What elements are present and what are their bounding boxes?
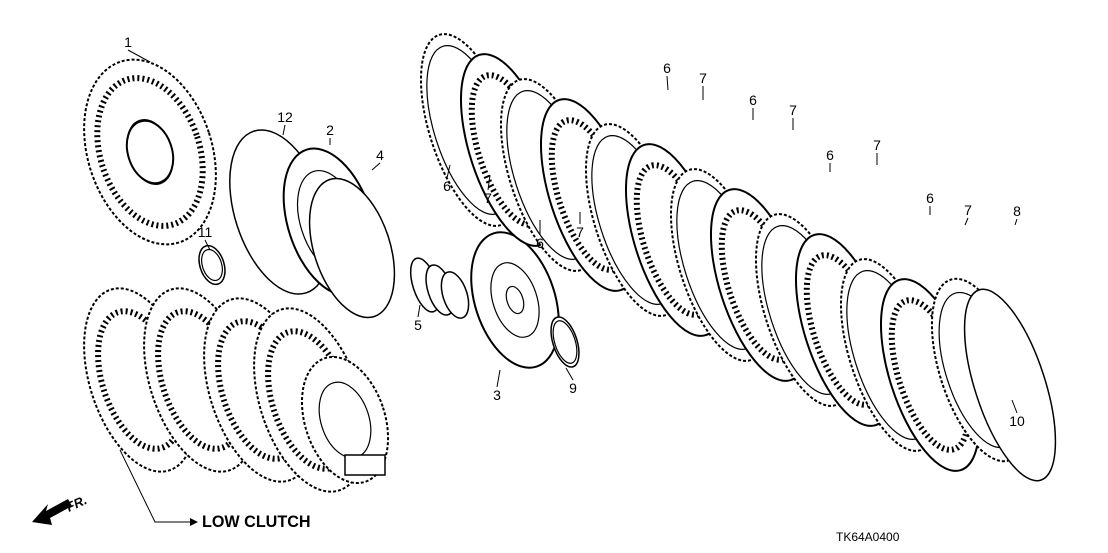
callout-leader bbox=[282, 124, 286, 136]
diagram-code: TK64A0400 bbox=[836, 530, 900, 544]
callout-6: 6 bbox=[749, 92, 757, 108]
callout-leader bbox=[127, 49, 151, 63]
snap-ring-10 bbox=[963, 288, 1057, 482]
callout-5: 5 bbox=[414, 317, 422, 333]
drum-hub bbox=[125, 119, 175, 185]
assembly-label: LOW CLUTCH bbox=[202, 512, 311, 531]
callout-6: 6 bbox=[926, 190, 934, 206]
callout-7: 7 bbox=[576, 224, 584, 240]
callout-9: 9 bbox=[569, 380, 577, 396]
callout-leader bbox=[446, 164, 451, 179]
callout-6: 6 bbox=[443, 178, 451, 194]
callout-7: 7 bbox=[484, 190, 492, 206]
callout-11: 11 bbox=[197, 224, 213, 240]
callout-leader bbox=[964, 217, 969, 226]
low-clutch-leader bbox=[119, 449, 190, 523]
callout-leader bbox=[487, 174, 491, 191]
callout-6: 6 bbox=[826, 147, 834, 163]
callout-leader bbox=[1014, 218, 1018, 226]
snap-ring-11-inner bbox=[201, 248, 223, 282]
callout-leader bbox=[496, 369, 501, 388]
front-arrow-icon bbox=[32, 499, 72, 525]
spring-retainer-3-hole bbox=[505, 285, 525, 315]
callout-3: 3 bbox=[493, 387, 501, 403]
callout-leader bbox=[1011, 399, 1018, 414]
callout-2: 2 bbox=[326, 122, 334, 138]
callout-6: 6 bbox=[536, 235, 544, 251]
callout-12: 12 bbox=[277, 109, 293, 125]
callout-8: 8 bbox=[1013, 203, 1021, 219]
callout-7: 7 bbox=[873, 137, 881, 153]
callout-10: 10 bbox=[1009, 413, 1025, 429]
callout-6: 6 bbox=[663, 60, 671, 76]
arrow-head bbox=[190, 518, 198, 526]
callout-1: 1 bbox=[124, 34, 132, 50]
callout-leader bbox=[666, 75, 669, 91]
callout-7: 7 bbox=[964, 202, 972, 218]
callout-leader bbox=[565, 367, 574, 381]
callout-4: 4 bbox=[376, 147, 384, 163]
o-ring-4 bbox=[308, 177, 396, 319]
callout-leader bbox=[371, 162, 381, 171]
snap-ring-9-inner bbox=[552, 320, 578, 364]
callout-leader bbox=[417, 304, 421, 318]
callout-leader bbox=[204, 239, 211, 251]
callout-7: 7 bbox=[789, 102, 797, 118]
callout-7: 7 bbox=[699, 70, 707, 86]
output-shaft bbox=[344, 454, 386, 476]
spring-5c bbox=[440, 271, 470, 319]
